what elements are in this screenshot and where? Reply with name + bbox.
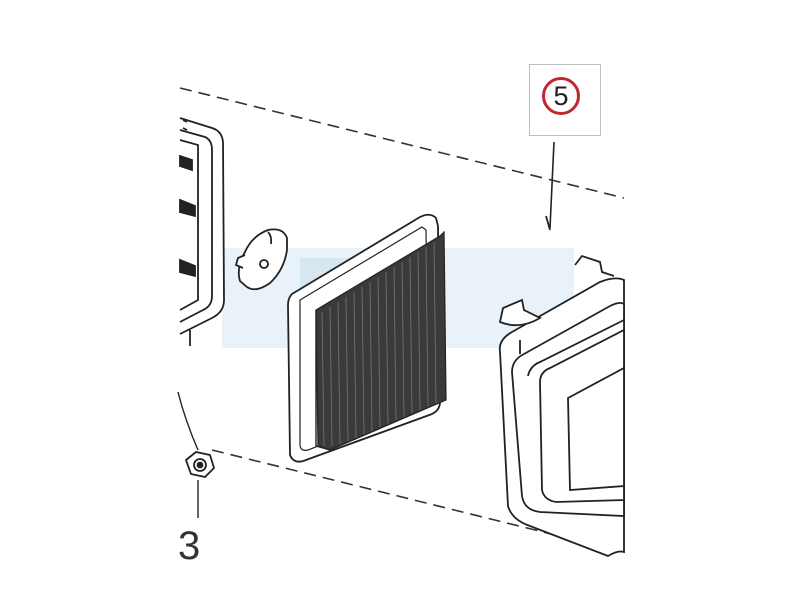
filter-housing — [179, 117, 225, 346]
callout-5-badge[interactable]: 5 — [542, 77, 580, 115]
callout-5-leader — [549, 141, 555, 229]
pleat-lines — [321, 241, 437, 447]
callout-3-label[interactable]: 3 — [178, 524, 201, 568]
callout-5-box: 5 — [529, 64, 601, 136]
pleated-air-filter — [287, 213, 447, 463]
retainer-clip — [234, 228, 288, 291]
hex-nut — [184, 451, 216, 478]
air-filter-cover — [498, 215, 625, 557]
nut-leader-upper — [177, 391, 199, 451]
